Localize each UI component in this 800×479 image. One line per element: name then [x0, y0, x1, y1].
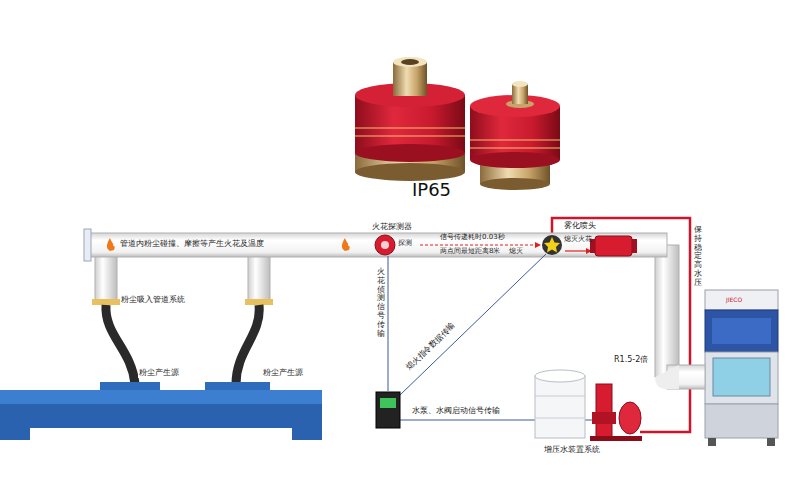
spark-detector — [375, 235, 395, 255]
hose — [106, 305, 259, 384]
timing-note: 信号传递耗时0.03秒 — [440, 234, 505, 242]
sensor-photo — [355, 136, 465, 137]
sensor-photo — [393, 62, 427, 96]
duct-pipe — [245, 299, 273, 305]
extinguish-star — [542, 235, 562, 255]
dust-collector — [712, 318, 771, 344]
signal-label: 火花侦测信号传输 — [377, 268, 385, 338]
extinguish-star — [542, 235, 562, 255]
machine-shape — [0, 390, 322, 404]
water-tank — [535, 370, 585, 382]
spark-detector — [375, 235, 395, 255]
distance-note: 两点间最短距离8米 — [440, 248, 500, 256]
controller — [376, 392, 400, 428]
pump — [590, 384, 642, 441]
sensor-photo — [393, 57, 427, 67]
spray-unit — [595, 236, 632, 256]
water-tank — [535, 370, 585, 438]
flame-icon — [107, 238, 115, 251]
sensor-photo — [470, 140, 560, 141]
node-label: 粉尘产生源 — [262, 369, 304, 378]
duct-pipe — [655, 245, 679, 377]
extinguish-star — [544, 237, 560, 253]
dust-collector — [705, 352, 778, 404]
dust-collector — [705, 404, 778, 438]
pump — [592, 412, 616, 424]
pressure-note: 保持稳定高水压 — [694, 226, 702, 288]
spark-detector — [381, 241, 389, 249]
sensor-photo — [480, 178, 550, 190]
logo-text: JIECO — [726, 297, 742, 304]
controller — [380, 398, 396, 408]
spray-unit — [590, 236, 637, 256]
signal-line — [388, 256, 389, 391]
duct-pipe — [655, 365, 679, 389]
controller — [376, 392, 400, 428]
signal-line — [400, 254, 546, 395]
step-label: 熄灭火花 — [564, 236, 592, 244]
sensor-photo — [470, 81, 560, 190]
ratio-label: R1.5-2倍 — [614, 356, 648, 365]
hose — [236, 305, 259, 384]
system-label: 粉尘吸入管道系统 — [121, 296, 185, 305]
signal-arrow — [535, 242, 541, 248]
sensor-photo — [401, 59, 419, 65]
sensor-photo — [355, 57, 465, 181]
machine-shape — [30, 428, 292, 440]
signal-label: 水泵、水阀启动信号传输 — [412, 407, 500, 416]
dust-collector — [767, 438, 775, 446]
rating-label: IP65 — [412, 180, 451, 200]
sensor-photo — [470, 152, 560, 168]
signal-arrow — [420, 245, 538, 246]
duct-pipe — [84, 229, 705, 389]
pipe-note: 管道内粉尘碰撞、摩擦等产生火花及温度 — [120, 240, 264, 249]
dust-collector — [705, 290, 778, 310]
part-label: 雾化喷头 — [564, 222, 596, 231]
sensor-photo — [355, 144, 465, 162]
dust-collector — [705, 310, 778, 352]
machine-shape — [100, 382, 160, 390]
step-label: 熄灭 — [509, 248, 523, 256]
dust-collector — [713, 358, 770, 396]
flame-icon — [107, 238, 350, 251]
sensor-photo — [512, 81, 528, 87]
water-tank — [535, 376, 585, 438]
dust-collector — [708, 438, 716, 446]
hose — [106, 305, 135, 384]
system-label: 增压水装置系统 — [544, 446, 600, 455]
duct-pipe — [92, 299, 120, 305]
machine-shape — [0, 404, 322, 440]
sensor-photo — [355, 163, 465, 181]
flame-icon — [342, 238, 350, 251]
pump — [596, 384, 612, 438]
step-label: 探测 — [398, 240, 412, 248]
spray-unit — [632, 239, 637, 253]
dust-collector — [705, 290, 778, 446]
machine-shape — [205, 382, 270, 390]
node-label: 粉尘产生源 — [138, 369, 180, 378]
machine-base: 粉尘产生源 粉尘产生源 — [0, 366, 325, 444]
water-tank — [535, 396, 585, 397]
duct-pipe — [84, 229, 91, 261]
part-label: 火花探测器 — [372, 223, 412, 232]
sensor-photo — [470, 148, 560, 149]
signal-arrow — [565, 250, 588, 251]
pump — [590, 436, 642, 441]
duct-pipe — [90, 233, 667, 257]
water-tank — [535, 418, 585, 419]
sensor-photo — [355, 128, 465, 129]
pump — [619, 402, 641, 434]
